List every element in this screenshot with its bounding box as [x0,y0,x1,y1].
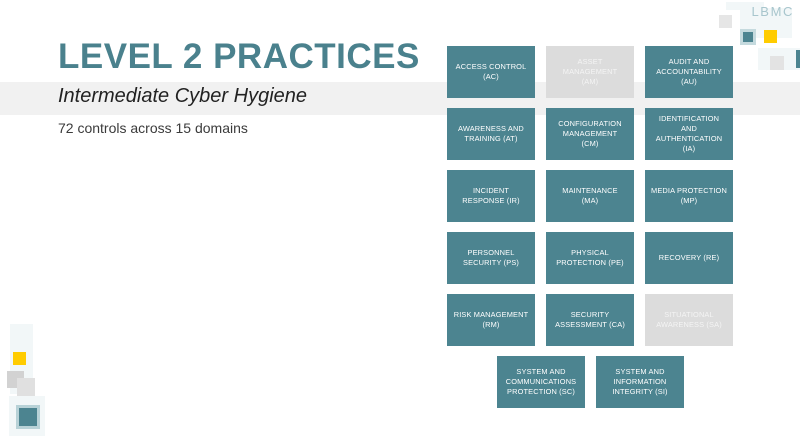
page-title: LEVEL 2 PRACTICES [58,37,420,76]
corner-square-teal-solid [19,408,37,426]
domain-tile[interactable]: RISK MANAGEMENT(RM) [447,294,535,346]
domain-tile-line: PROTECTION (PE) [556,258,624,267]
domain-tile-line: ASSESSMENT (CA) [555,320,625,329]
lbmc-wordmark: LBMC [751,4,794,19]
domain-tile-line: PROTECTION (SC) [507,386,575,396]
domain-tile-line: RESPONSE (IR) [462,196,520,205]
domain-tile-line: SECURITY (PS) [462,258,520,267]
domain-tile-line: CONFIGURATION [558,119,622,129]
domain-tile-line: TRAINING (AT) [464,134,518,143]
domain-tile[interactable]: MAINTENANCE(MA) [546,170,634,222]
domain-tile-line: COMMUNICATIONS [505,377,577,387]
domain-tile-line: (MA) [581,196,599,205]
domain-tile-line: ASSET [577,57,603,67]
domain-tile-line: RECOVERY (RE) [658,253,720,263]
domain-tile-line: IDENTIFICATION [658,114,720,124]
domain-tile-line: ACCESS CONTROL [455,62,527,72]
logo-square-gray-small [719,15,732,28]
domain-tile-line: ACCOUNTABILITY [656,67,722,77]
corner-decoration-cluster [0,300,70,436]
page-subtitle: Intermediate Cyber Hygiene [58,85,308,107]
domain-tile-line: MANAGEMENT [562,129,618,139]
domain-tile-line: SYSTEM AND [615,367,665,377]
logo-square-gray-lower [770,56,784,70]
corner-square-gray-light [17,378,35,396]
domain-tile-line: (RM) [482,320,500,329]
domain-tile-line: RISK MANAGEMENT [453,310,529,320]
domain-tile-line: AND [680,124,698,134]
domain-tile-line: SYSTEM AND [516,367,566,377]
domain-tile-line: (IA) [682,143,696,153]
domain-tile-line: (AM) [581,76,599,86]
domain-tile-line: MEDIA PROTECTION [651,186,727,196]
domain-tile-line: (MP) [680,196,698,205]
domain-tile-line: (AC) [483,72,499,81]
lbmc-logo-cluster: LBMC [718,0,800,70]
domain-tile-line: INCIDENT [472,186,510,196]
domain-tile-line: INTEGRITY (SI) [612,386,668,396]
domain-tile-line: MAINTENANCE [562,186,618,196]
domain-tile[interactable]: RECOVERY (RE) [645,232,733,284]
domain-tile[interactable]: MEDIA PROTECTION(MP) [645,170,733,222]
domain-tile-line: (AU) [681,76,697,86]
domain-tile-line: AWARENESS AND [458,124,524,134]
logo-square-pale-wide [726,2,764,10]
domain-tile[interactable]: ACCESS CONTROL(AC) [447,46,535,98]
domain-tile-line: MANAGEMENT [562,67,618,77]
domain-tile-line: SECURITY [570,310,610,320]
domain-tile-line: (CM) [581,138,599,148]
domain-tile-line: SITUATIONAL [664,310,714,320]
logo-square-yellow [764,30,777,43]
domain-tile-line: INFORMATION [613,377,667,387]
domain-tile-line: PERSONNEL [467,248,515,258]
domain-tile-line: PHYSICAL [571,248,609,258]
domain-tile-line: AUDIT AND [668,57,710,67]
domain-tile-line: AWARENESS (SA) [656,320,722,329]
logo-square-teal-solid [743,32,753,42]
domain-tile-line: AUTHENTICATION [655,134,723,143]
controls-count-note: 72 controls across 15 domains [58,120,248,136]
corner-square-yellow [13,352,26,365]
logo-square-teal-edge [796,50,800,68]
